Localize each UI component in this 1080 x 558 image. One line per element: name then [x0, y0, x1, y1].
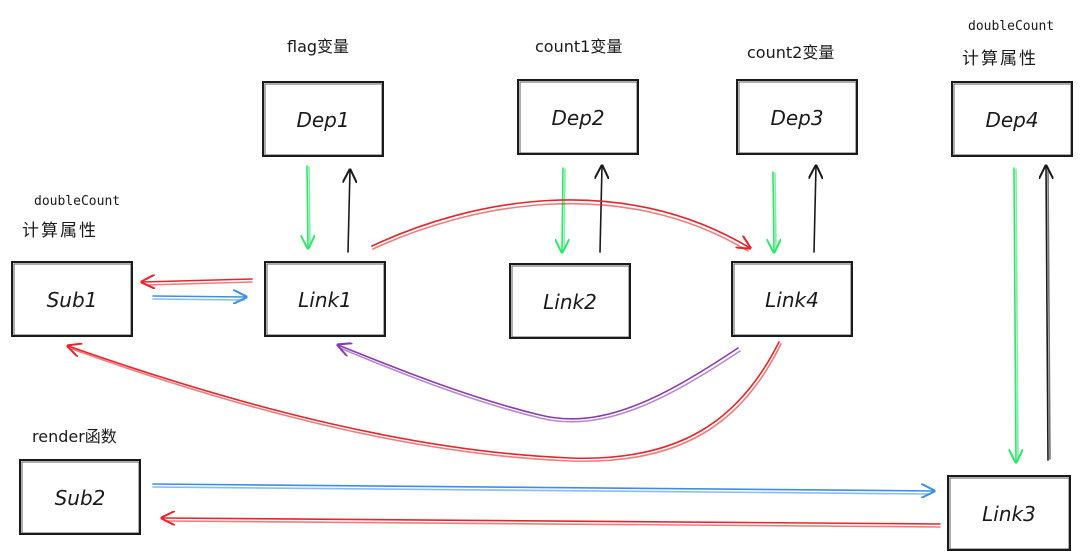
sub2-box: Sub2: [19, 459, 141, 535]
dep2-caption: count1变量: [535, 37, 622, 56]
dep2-link2-arrows: [562, 166, 602, 252]
dep3-label: Dep3: [770, 106, 823, 130]
sub1-box: Sub1: [11, 261, 133, 337]
link3-label: Link3: [982, 502, 1036, 526]
dep3-link4-arrows: [773, 166, 816, 252]
dep4-caption-line2: 计算属性: [962, 49, 1038, 69]
dep4-box: Dep4: [951, 81, 1073, 157]
link4-label: Link4: [765, 288, 819, 312]
sub1-caption-line1: doubleCount: [34, 194, 120, 209]
link4-to-sub1-curve: [68, 341, 782, 463]
dep1-link1-arrows: [307, 165, 350, 253]
link1-label: Link1: [298, 288, 352, 312]
sub1-caption-line2: 计算属性: [22, 221, 98, 241]
link2-box: Link2: [509, 263, 631, 339]
dep4-label: Dep4: [985, 108, 1038, 132]
link1-box: Link1: [264, 261, 386, 337]
dep2-box: Dep2: [517, 79, 639, 155]
link4-box: Link4: [731, 261, 853, 337]
dep1-box: Dep1: [262, 81, 384, 157]
link4-to-link1-curve: [338, 345, 741, 423]
dep3-box: Dep3: [736, 79, 858, 155]
link1-to-link4-curve: [371, 199, 750, 252]
sub2-caption: render函数: [32, 427, 117, 446]
sub2-label: Sub2: [55, 486, 106, 510]
dep4-caption-line1: doubleCount: [968, 19, 1054, 34]
dep1-label: Dep1: [296, 108, 349, 132]
dep4-link3-arrows: [1014, 166, 1050, 462]
sub1-link1-arrows: [142, 279, 253, 300]
dep1-caption: flag变量: [287, 37, 349, 56]
link3-box: Link3: [947, 475, 1071, 551]
sub1-label: Sub1: [47, 288, 98, 312]
dep2-label: Dep2: [551, 106, 604, 130]
dep3-caption: count2变量: [747, 43, 834, 62]
sub2-link3-arrows: [152, 483, 941, 528]
link2-label: Link2: [543, 290, 597, 314]
